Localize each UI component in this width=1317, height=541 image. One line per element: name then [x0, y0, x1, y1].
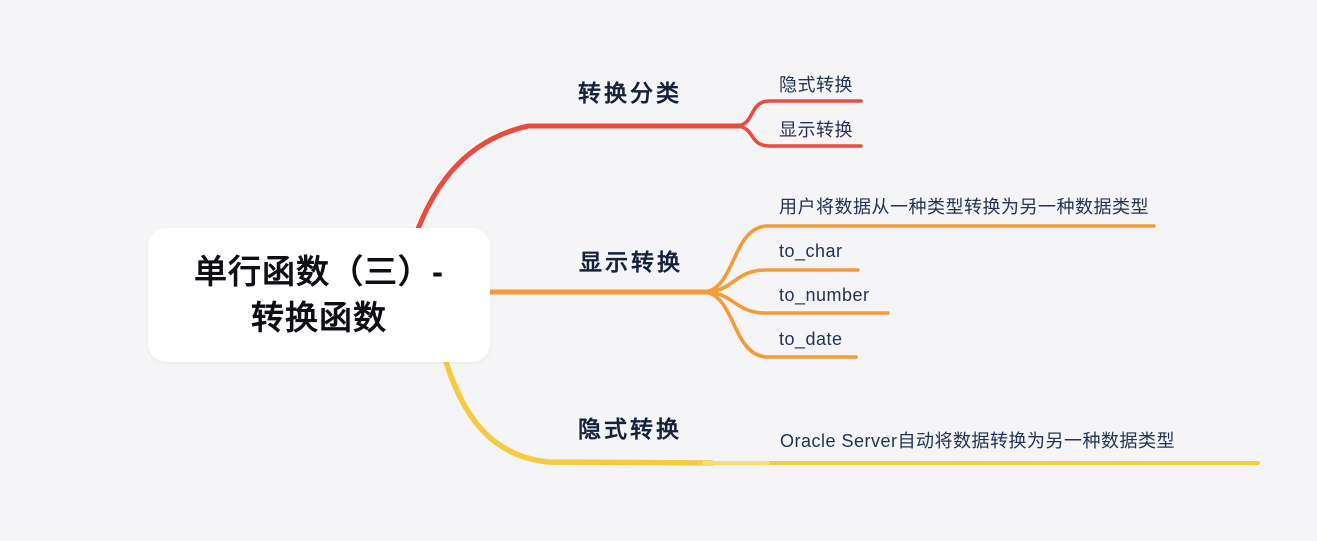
child-underline-red-explicit	[734, 124, 863, 148]
node-explicit-conversion-child[interactable]: 显示转换	[779, 120, 853, 140]
node-to-char[interactable]: to_char	[779, 241, 843, 261]
child-underline-orange-desc	[702, 224, 1156, 294]
node-implicit-description[interactable]: Oracle Server自动将数据转换为另一种数据类型	[780, 431, 1176, 451]
root-node[interactable]: 单行函数（三）- 转换函数	[148, 228, 490, 362]
child-underline-to-date	[702, 290, 858, 359]
branch-label-conversion-category[interactable]: 转换分类	[578, 80, 682, 106]
branch-label-implicit-conversion[interactable]: 隐式转换	[578, 416, 682, 442]
root-node-title-line1: 单行函数（三）-	[194, 253, 444, 290]
node-to-date[interactable]: to_date	[779, 329, 843, 349]
child-underline-to-number	[702, 290, 890, 315]
node-to-number[interactable]: to_number	[779, 285, 870, 305]
node-implicit-conversion-child[interactable]: 隐式转换	[779, 75, 853, 95]
child-underline-red-implicit	[734, 99, 863, 128]
root-node-title-line2: 转换函数	[251, 299, 387, 336]
branch-label-explicit-conversion[interactable]: 显示转换	[579, 249, 683, 275]
node-explicit-description[interactable]: 用户将数据从一种类型转换为另一种数据类型	[779, 197, 1149, 217]
branch-line-yellow-main	[440, 349, 715, 466]
